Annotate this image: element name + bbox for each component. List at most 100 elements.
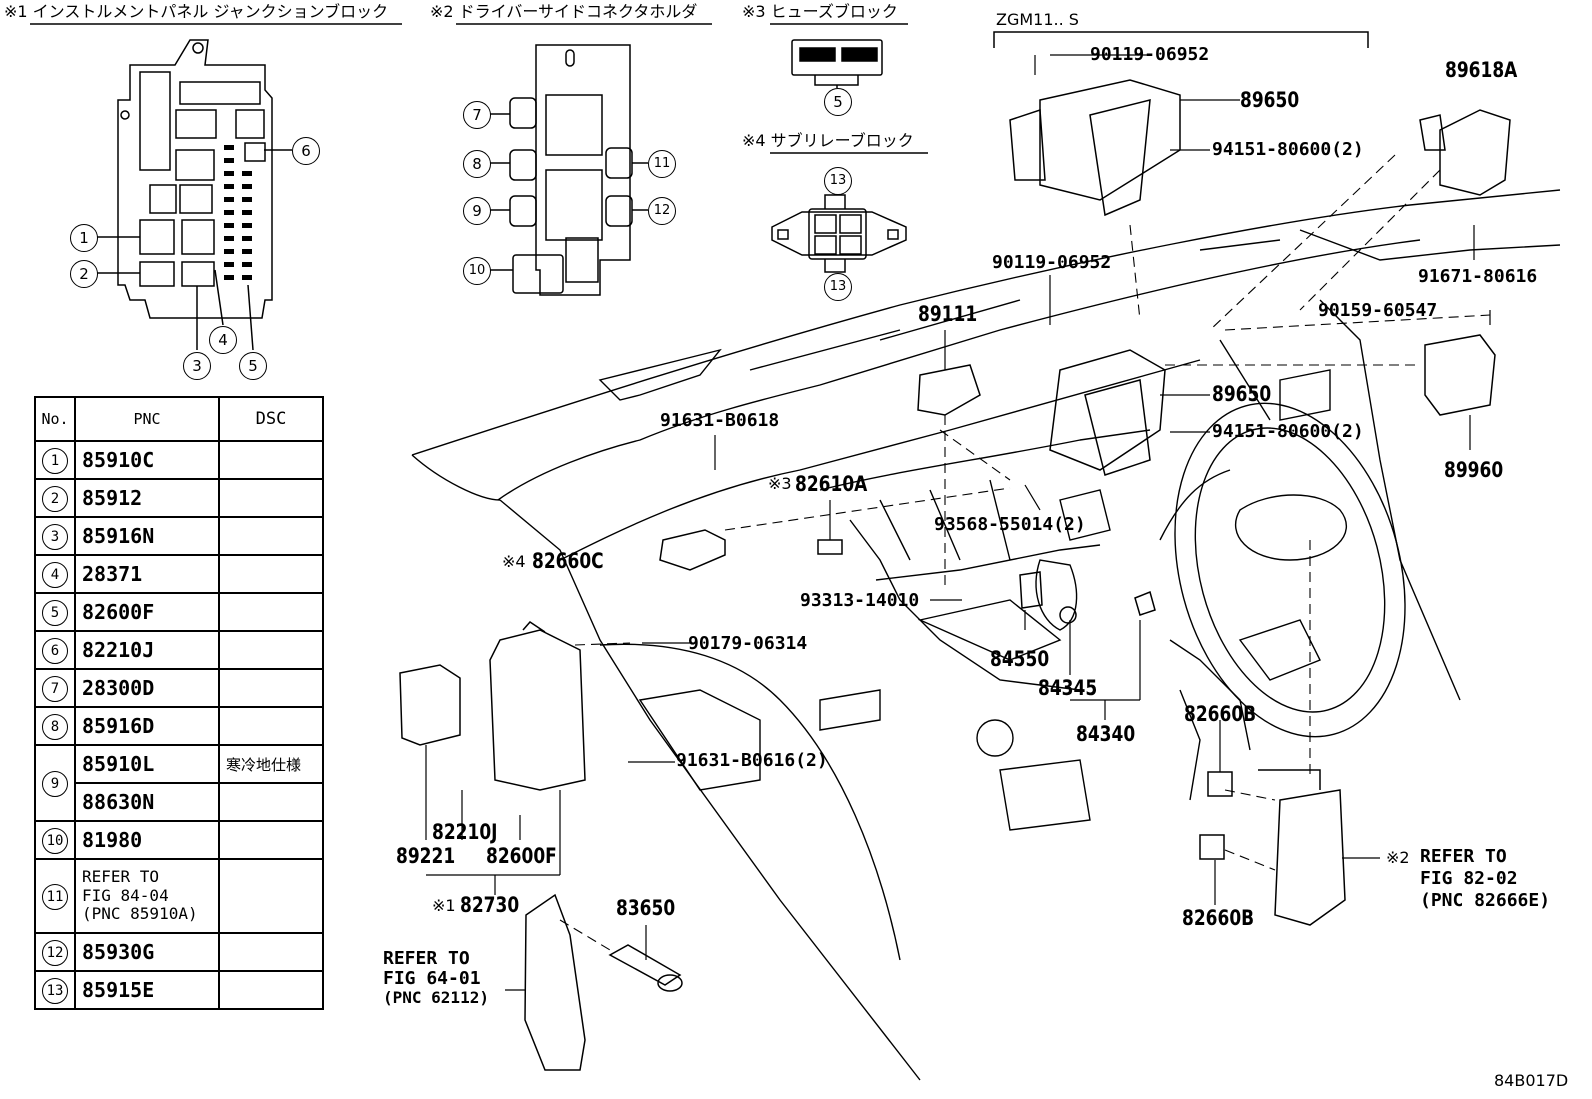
model-label: ZGM11.. S bbox=[996, 10, 1079, 29]
row-number: 12 bbox=[42, 940, 68, 966]
callout-2: 2 bbox=[70, 260, 98, 288]
ref-text: (PNC 62112) bbox=[383, 988, 489, 1007]
row-dsc bbox=[218, 820, 324, 860]
row-dsc bbox=[218, 970, 324, 1010]
part-label: 84345 bbox=[1038, 676, 1098, 700]
part-label: 90119-06952 bbox=[1090, 44, 1210, 65]
part-label: 82660B bbox=[1182, 906, 1255, 930]
callout-13-top: 13 bbox=[824, 167, 852, 195]
callout-12: 12 bbox=[648, 197, 676, 225]
row-dsc bbox=[218, 706, 324, 746]
part-label: 82610A bbox=[795, 472, 868, 496]
row-number: 6 bbox=[42, 638, 68, 664]
junction-block-illustration bbox=[117, 39, 273, 319]
part-label: 90179-06314 bbox=[688, 633, 808, 654]
row-number: 1 bbox=[42, 448, 68, 474]
part-label: 84340 bbox=[1076, 722, 1136, 746]
ref-text: REFER TO bbox=[383, 948, 470, 969]
part-label: 82210J bbox=[432, 820, 498, 844]
callout-11: 11 bbox=[648, 150, 676, 178]
row-number: 3 bbox=[42, 524, 68, 550]
part-89111 bbox=[917, 364, 981, 416]
part-label: 93313-14010 bbox=[800, 590, 920, 611]
section-title-junction-block: ※1 インストルメントパネル ジャンクションブロック bbox=[4, 2, 389, 21]
part-label: 94151-80600(2) bbox=[1212, 421, 1364, 442]
callout-5: 5 bbox=[239, 352, 267, 380]
part-label-marker: ※4 bbox=[502, 552, 526, 571]
part-label: 93568-55014(2) bbox=[934, 514, 1086, 535]
part-label: 82600F bbox=[486, 844, 557, 868]
part-82610A bbox=[817, 539, 843, 555]
dashboard-illustration bbox=[411, 189, 1561, 1081]
callout-5-fuse: 5 bbox=[824, 88, 852, 116]
row-pnc: 85915E bbox=[74, 970, 220, 1010]
leader-lines bbox=[425, 54, 1491, 991]
column-header-dsc: DSC bbox=[218, 396, 324, 442]
part-label: 89618A bbox=[1445, 58, 1518, 82]
ecu-89960 bbox=[1424, 334, 1496, 416]
ecu-89618a bbox=[1419, 109, 1511, 196]
ref-text: FIG 82-02 bbox=[1420, 868, 1518, 889]
column-header-no: No. bbox=[34, 396, 76, 442]
callout-4: 4 bbox=[209, 326, 237, 354]
table-header-row: No. PNC DSC bbox=[34, 396, 324, 442]
callout-9: 9 bbox=[463, 197, 491, 225]
part-label-marker: ※3 bbox=[768, 474, 792, 493]
row-number: 11 bbox=[42, 884, 68, 910]
fuse-rows bbox=[224, 145, 252, 280]
part-label: 89650 bbox=[1212, 382, 1272, 406]
part-label: 82730 bbox=[460, 893, 520, 917]
part-label: 91631-B0618 bbox=[660, 410, 780, 431]
part-label: 90119-06952 bbox=[992, 252, 1112, 273]
row-number: 10 bbox=[42, 828, 68, 854]
fuse-block-illustration bbox=[791, 39, 883, 88]
callout-1: 1 bbox=[70, 224, 98, 252]
row-dsc bbox=[218, 478, 324, 518]
ecu-89650-upper bbox=[1009, 79, 1181, 217]
callout-10: 10 bbox=[463, 257, 491, 285]
part-label: 84550 bbox=[990, 647, 1050, 671]
section-title-sub-relay-block: ※4 サブリレーブロック bbox=[742, 131, 914, 150]
part-label: 82660B bbox=[1184, 702, 1257, 726]
callout-3: 3 bbox=[183, 352, 211, 380]
row-pnc: 82210J bbox=[74, 630, 220, 670]
row-dsc bbox=[218, 782, 324, 822]
part-83650 bbox=[608, 944, 683, 992]
row-dsc bbox=[218, 668, 324, 708]
callout-8: 8 bbox=[463, 150, 491, 178]
row-dsc bbox=[218, 440, 324, 480]
row-number: 5 bbox=[42, 600, 68, 626]
figure-id: 84B017D bbox=[1494, 1071, 1569, 1090]
part-label: 91631-B0616(2) bbox=[676, 750, 828, 771]
row-pnc: 85912 bbox=[74, 478, 220, 518]
row-pnc: 85910L bbox=[74, 744, 220, 784]
cover-82730 bbox=[524, 893, 586, 1071]
ref-text: FIG 64-01 bbox=[383, 968, 481, 989]
row-number: 8 bbox=[42, 714, 68, 740]
ecu-89650-lower bbox=[1049, 349, 1166, 476]
row-pnc: REFER TO FIG 84-04 (PNC 85910A) bbox=[74, 858, 220, 934]
part-label: 89111 bbox=[918, 302, 978, 326]
row-dsc: 寒冷地仕様 bbox=[218, 744, 324, 784]
row-pnc: 85916D bbox=[74, 706, 220, 746]
part-label-marker: ※1 bbox=[432, 896, 456, 915]
row-pnc: 88630N bbox=[74, 782, 220, 822]
part-label: 89650 bbox=[1240, 88, 1300, 112]
small-parts-center bbox=[1019, 571, 1156, 624]
section-title-connector-holder: ※2 ドライバーサイドコネクタホルダ bbox=[430, 2, 698, 21]
row-pnc: 81980 bbox=[74, 820, 220, 860]
section-title-fuse-block: ※3 ヒューズブロック bbox=[742, 2, 898, 21]
row-dsc bbox=[218, 592, 324, 632]
table-row: 88630N bbox=[35, 782, 324, 822]
connector-holder-illustration bbox=[509, 44, 633, 296]
